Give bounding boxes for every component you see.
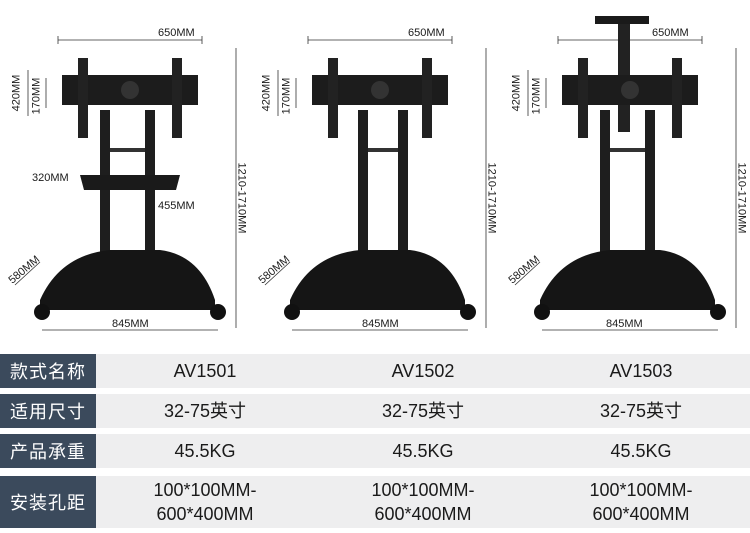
spec-cells: AV1501 AV1502 AV1503 <box>96 354 750 388</box>
base-width-dim-label: 845MM <box>112 318 149 330</box>
spec-cell: 32-75英寸 <box>599 401 683 421</box>
base-width-dim-label: 845MM <box>606 318 643 330</box>
product-diagrams: 650MM 420MM 170MM 320MM 455MM 1210-1710M… <box>0 0 750 345</box>
spec-label-size: 适用尺寸 <box>0 394 96 428</box>
spec-cell: 100*100MM- 600*400MM <box>371 480 475 524</box>
spec-cell: 32-75英寸 <box>163 401 247 421</box>
height-dim-label: 420MM <box>10 74 23 112</box>
spec-label-load: 产品承重 <box>0 434 96 468</box>
shelf-depth-dim-label: 455MM <box>158 200 195 212</box>
stand-av1502-diagram: 650MM 420MM 170MM 1210-1710MM 580MM 845M… <box>250 0 500 345</box>
spec-cell: 32-75英寸 <box>381 401 465 421</box>
vesa-dim-label: 170MM <box>530 77 543 115</box>
base-width-dim-label: 845MM <box>362 318 399 330</box>
stand-av1503-diagram: 650MM 420MM 170MM 1210-1710MM 580MM 845M… <box>500 0 750 345</box>
height-dim-label: 420MM <box>510 74 523 112</box>
spec-cell: AV1503 <box>609 361 673 381</box>
spec-label-vesa: 安装孔距 <box>0 476 96 528</box>
width-dim-label: 650MM <box>408 27 445 39</box>
spec-cell: 45.5KG <box>610 441 672 461</box>
spec-cell: 45.5KG <box>392 441 454 461</box>
width-dim-label: 650MM <box>652 27 689 39</box>
stand-av1503-drawing <box>514 16 737 331</box>
vesa-dim-label: 170MM <box>280 77 293 115</box>
spec-cells: 45.5KG 45.5KG 45.5KG <box>96 434 750 468</box>
total-height-dim-label: 1210-1710MM <box>235 162 248 234</box>
spec-cell: AV1501 <box>173 361 237 381</box>
vesa-dim-label: 170MM <box>30 77 43 115</box>
spec-cells: 100*100MM- 600*400MM 100*100MM- 600*400M… <box>96 476 750 528</box>
height-dim-label: 420MM <box>260 74 273 112</box>
total-height-dim-label: 1210-1710MM <box>485 162 498 234</box>
spec-row-size: 适用尺寸 32-75英寸 32-75英寸 32-75英寸 <box>0 394 750 428</box>
spec-cell: 45.5KG <box>174 441 236 461</box>
spec-label-model: 款式名称 <box>0 354 96 388</box>
spec-row-model: 款式名称 AV1501 AV1502 AV1503 <box>0 354 750 388</box>
stand-av1502-drawing <box>264 36 487 331</box>
spec-cell: AV1502 <box>391 361 455 381</box>
spec-cells: 32-75英寸 32-75英寸 32-75英寸 <box>96 394 750 428</box>
spec-row-vesa: 安装孔距 100*100MM- 600*400MM 100*100MM- 600… <box>0 476 750 528</box>
stand-av1501-diagram: 650MM 420MM 170MM 320MM 455MM 1210-1710M… <box>0 0 250 345</box>
stand-av1501-drawing <box>14 36 237 331</box>
spec-cell: 100*100MM- 600*400MM <box>589 480 693 524</box>
width-dim-label: 650MM <box>158 27 195 39</box>
total-height-dim-label: 1210-1710MM <box>735 162 748 234</box>
shelf-width-dim-label: 320MM <box>32 172 69 184</box>
spec-row-load: 产品承重 45.5KG 45.5KG 45.5KG <box>0 434 750 468</box>
spec-cell: 100*100MM- 600*400MM <box>153 480 257 524</box>
